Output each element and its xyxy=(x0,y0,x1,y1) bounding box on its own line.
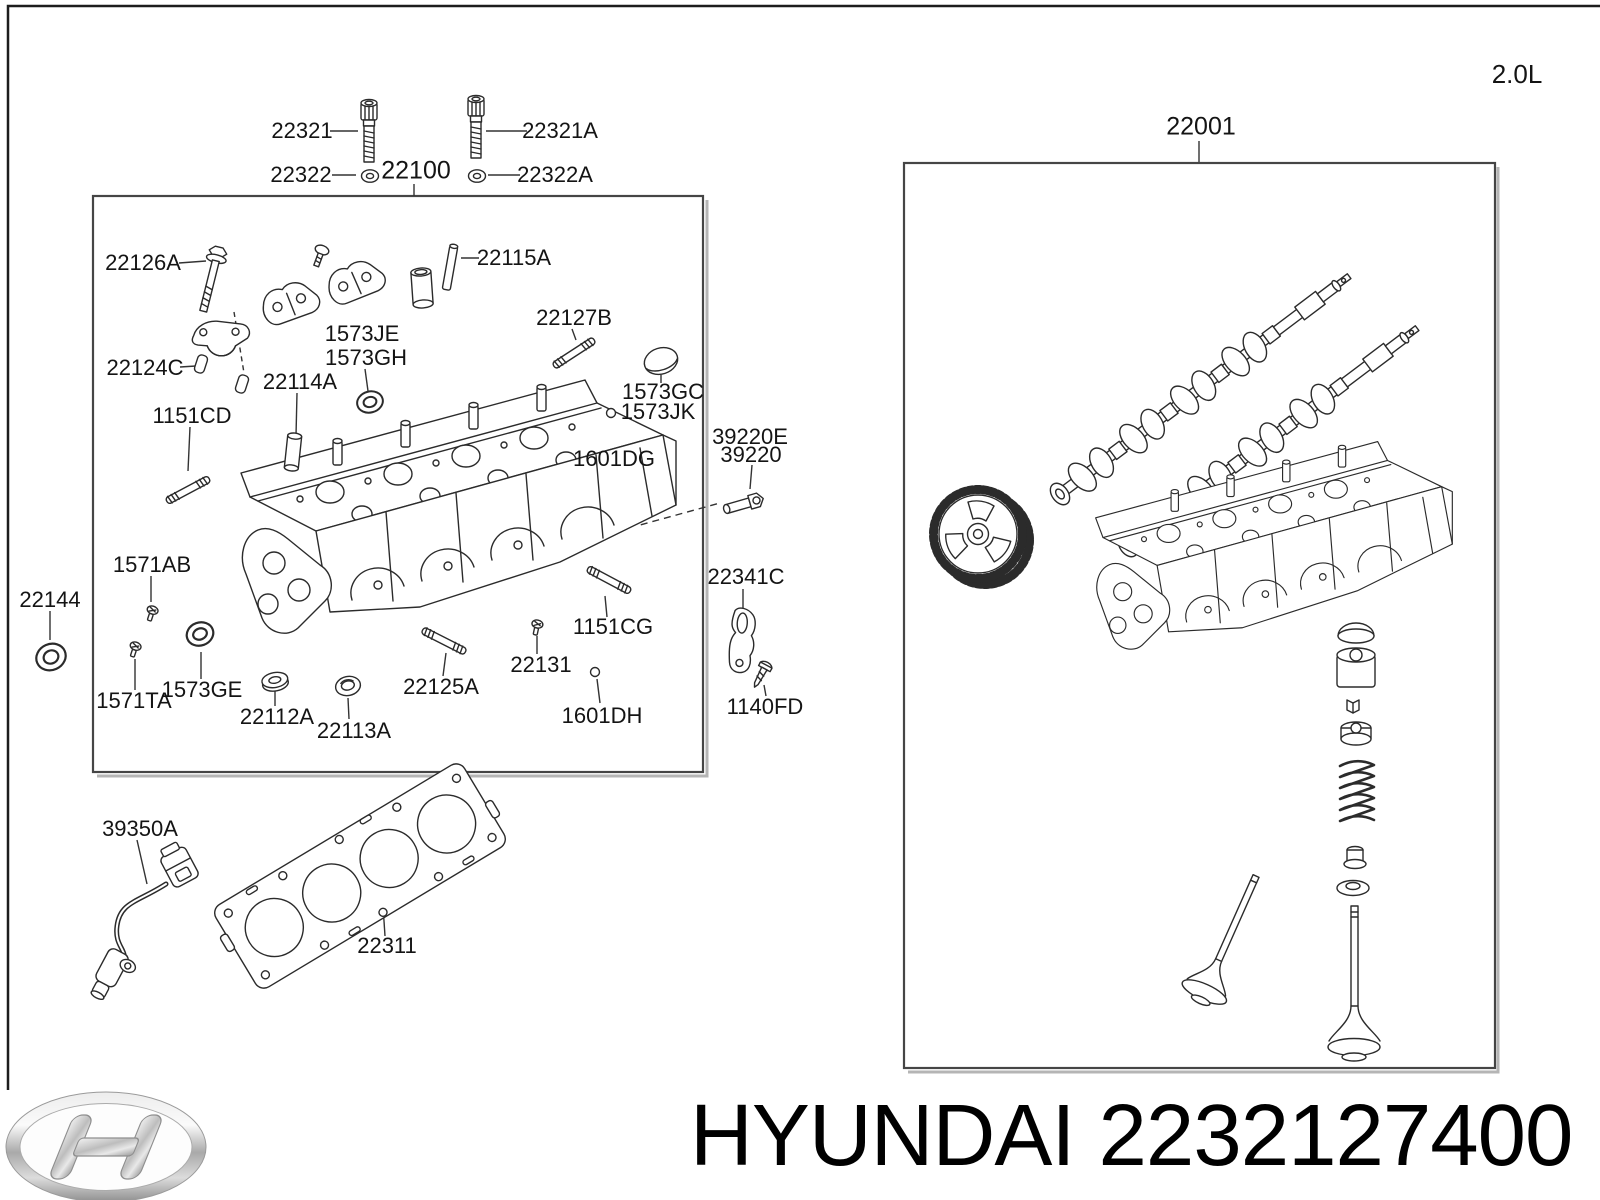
part-label-1573JK: 1573JK xyxy=(620,399,696,424)
part-label-22322: 22322 xyxy=(270,162,332,187)
part-label-22112A: 22112A xyxy=(239,704,315,729)
part-label-22114A: 22114A xyxy=(262,369,338,394)
part-label-22341C: 22341C xyxy=(707,564,785,589)
part-label-1573JE: 1573JE xyxy=(324,321,400,346)
ball-1601DH-drawing xyxy=(589,666,601,678)
part-label-22144: 22144 xyxy=(19,587,81,612)
part-label-1573GE: 1573GE xyxy=(161,677,243,702)
screw-1571TA-drawing xyxy=(126,639,143,659)
screw-1140FD-drawing xyxy=(753,660,773,688)
washer-22322A-drawing xyxy=(467,169,487,183)
ball-1601DG-drawing xyxy=(605,407,617,419)
screw-1571AB-drawing xyxy=(143,603,160,623)
bolt-22126A-drawing xyxy=(199,245,228,313)
part-label-1151CD: 1151CD xyxy=(152,403,232,428)
sensor-bolt-39220-drawing xyxy=(722,492,764,515)
stud-1151CG-drawing xyxy=(585,564,633,596)
part-label-22131: 22131 xyxy=(510,652,572,677)
valve-drawing xyxy=(1181,873,1260,1007)
assembly-label-22100: 22100 xyxy=(381,156,451,185)
seal-22144-drawing xyxy=(35,642,67,672)
camshaft-oil-seal-drawing xyxy=(356,390,384,414)
cylinder-head-assembly-box xyxy=(902,161,1497,1070)
camshaft-cap-drawing xyxy=(260,280,322,327)
part-label-22311: 22311 xyxy=(357,933,417,958)
footer-brand: HYUNDAI xyxy=(690,1087,1076,1184)
part-label-1601DH: 1601DH xyxy=(561,703,643,728)
stud-22127B-drawing xyxy=(550,335,598,371)
camshaft-cap-drawing xyxy=(325,258,388,307)
valve-guide-22114A-drawing xyxy=(283,432,303,472)
cylinder-head-sub-assembly-box xyxy=(91,194,705,774)
head-gasket-22311-drawing xyxy=(214,763,506,989)
assembly-boxes xyxy=(91,161,1500,1074)
bottom-parts xyxy=(90,763,506,1001)
part-label-39220E: 39220E xyxy=(712,424,788,449)
stud-22125A-drawing xyxy=(420,625,468,657)
part-label-22113A: 22113A xyxy=(316,718,392,743)
cylinder-head-sub-assembly-drawing xyxy=(35,94,679,697)
head-bolt-22321-drawing xyxy=(360,98,378,163)
part-label-22321: 22321 xyxy=(271,118,333,143)
stud-1151CD-drawing xyxy=(164,474,212,506)
part-label-1140FD: 1140FD xyxy=(726,694,804,719)
part-label-39220: 39220 xyxy=(720,442,782,467)
dowel-pin-22115A-drawing xyxy=(441,243,459,291)
camshaft-front-cap-22124C-drawing xyxy=(191,320,251,357)
valve-guide-drawing xyxy=(410,267,434,309)
washer-22112A-drawing xyxy=(261,671,290,692)
footer-part-number: 2232127400 xyxy=(1098,1087,1574,1184)
valve-drawing xyxy=(1327,905,1381,1062)
part-label-1601DG: 1601DG xyxy=(573,446,655,471)
part-label-22321A: 22321A xyxy=(522,118,598,143)
page-border xyxy=(6,4,1600,1090)
part-label-1571AB: 1571AB xyxy=(112,552,192,577)
part-label-22322A: 22322A xyxy=(517,162,593,187)
valve-train-parts-drawing xyxy=(1181,622,1381,1062)
screw-22131-drawing xyxy=(529,618,545,637)
head-bolt-22321A-drawing xyxy=(467,94,485,159)
part-label-22124C: 22124C xyxy=(106,355,184,380)
part-label-22127B: 22127B xyxy=(536,305,612,330)
bracket-22341C-drawing xyxy=(728,607,756,674)
footer: HYUNDAI 2232127400 xyxy=(690,1087,1574,1184)
seal-1573GE-drawing xyxy=(185,621,215,647)
part-label-22125A: 22125A xyxy=(403,674,479,699)
camshaft-timing-gear-drawing xyxy=(929,485,1034,589)
part-label-1573GH: 1573GH xyxy=(325,345,407,370)
cylinder-head-assembly-drawing xyxy=(929,260,1453,1062)
leader-lines xyxy=(49,130,1200,937)
part-label-1571TA: 1571TA xyxy=(96,688,172,713)
part-label-22126A: 22126A xyxy=(105,250,181,275)
part-label-39350A: 39350A xyxy=(102,816,178,841)
cylinder-head-drawing xyxy=(1095,441,1453,650)
part-label-1573GC: 1573GC xyxy=(622,379,704,404)
sensor-39350A-drawing xyxy=(90,841,199,1001)
engine-variant-label: 2.0L xyxy=(1491,59,1543,89)
external-parts xyxy=(722,492,773,688)
assembly-label-22001: 22001 xyxy=(1166,112,1236,141)
cup-plug-1573GC-drawing xyxy=(643,346,679,376)
part-label-1151CG: 1151CG xyxy=(572,614,654,639)
hyundai-logo xyxy=(5,1091,207,1200)
screw-drawing xyxy=(313,244,330,268)
washer-22322-drawing xyxy=(360,169,380,183)
sensor-location-dashed-line xyxy=(547,469,721,526)
seal-22113A-drawing xyxy=(334,675,362,697)
part-label-22115A: 22115A xyxy=(476,245,552,270)
